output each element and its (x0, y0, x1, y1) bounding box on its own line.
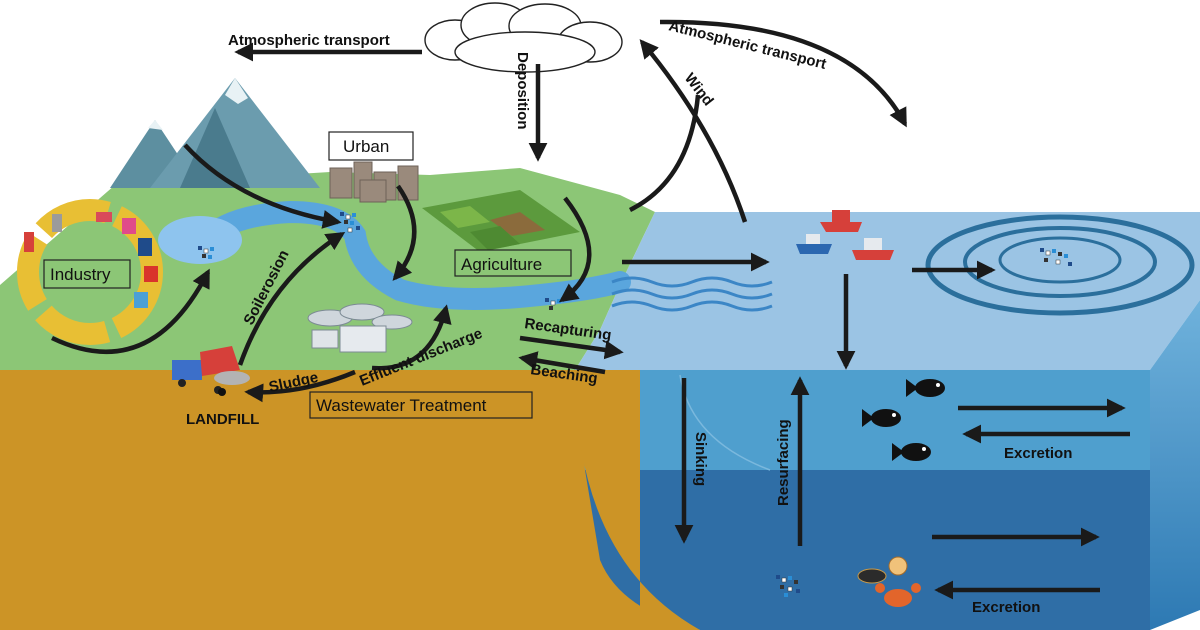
arrow-sludge (244, 369, 356, 403)
arrow-beaching (518, 351, 606, 375)
arrow-soil-erosion (237, 231, 346, 366)
ocean-side-face (1150, 300, 1200, 630)
label-landfill: LANDFILL (186, 411, 259, 428)
ocean-gyre (925, 214, 1195, 316)
flow-arrows (51, 19, 1130, 600)
arrow-agriculture-runoff (558, 196, 592, 303)
arrow-effluent (371, 304, 452, 371)
mussel-icon (857, 568, 887, 584)
wastewater-label-box (309, 391, 533, 419)
fish-icon (892, 443, 931, 461)
label-atmospheric-transport-left: Atmospheric transport (228, 32, 390, 49)
microplastic-particles (198, 212, 1072, 597)
label-urban: Urban (343, 137, 389, 156)
industry-ring (17, 199, 163, 345)
label-agriculture: Agriculture (461, 255, 542, 274)
label-excretion-upper: Excretion (1004, 445, 1072, 462)
snail-icon (888, 556, 908, 576)
label-excretion-lower: Excretion (972, 599, 1040, 616)
industry-label-box (43, 259, 131, 289)
arrow-mountain-runoff (183, 143, 342, 229)
continental-shelf (575, 370, 700, 630)
mountains (110, 78, 320, 188)
lake (158, 216, 242, 264)
arrow-recapturing (519, 335, 624, 360)
landfill-marker (218, 388, 226, 396)
arrow-industry-loop (51, 268, 211, 354)
fish-icon (862, 409, 901, 427)
ships (796, 210, 894, 260)
label-industry: Industry (50, 265, 111, 284)
soil-layer (0, 370, 640, 630)
arrow-atmospheric-transport-right (659, 19, 907, 128)
fish-icons (862, 379, 945, 461)
crab-icon (875, 583, 921, 607)
cloud-icon (424, 2, 623, 73)
urban-label-box (328, 131, 414, 161)
waves (611, 276, 773, 312)
arrow-wind-right (639, 39, 748, 223)
agriculture-field (422, 190, 580, 252)
ocean-deep-water (585, 470, 1150, 630)
arrow-urban-runoff (392, 184, 417, 281)
river (194, 200, 631, 310)
benthic-organisms (857, 556, 921, 607)
wastewater-plant (307, 303, 413, 353)
agriculture-label-box (454, 249, 572, 277)
label-deposition: Deposition (514, 52, 531, 130)
label-sinking: Sinking (692, 432, 709, 486)
fish-icon (906, 379, 945, 397)
arrow-wind-left (628, 94, 701, 213)
label-wastewater-treatment: Wastewater Treatment (316, 396, 487, 415)
label-resurfacing: Resurfacing (775, 419, 792, 506)
